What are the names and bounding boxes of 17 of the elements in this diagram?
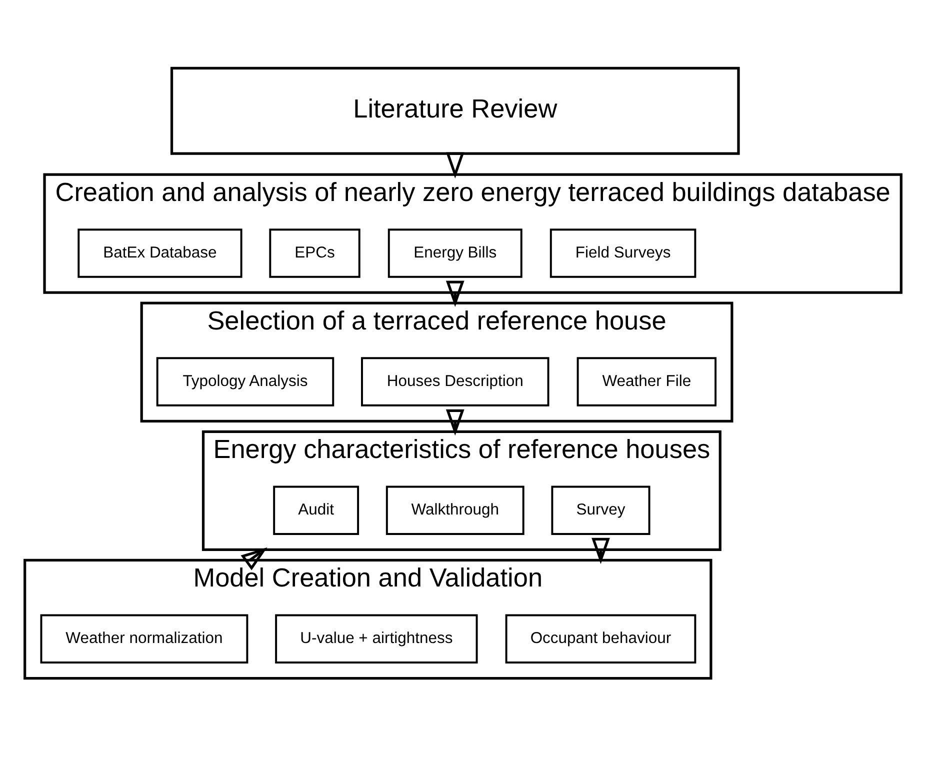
arrow [445,409,464,436]
node-box: BatEx Database [77,228,242,278]
node-box: Survey [550,486,650,535]
node-box: Typology Analysis [156,357,334,406]
node-box: EPCs [268,228,360,278]
arrow [240,547,267,570]
node-box: Weather File [576,357,716,406]
arrow [591,538,610,564]
arrow [445,280,464,308]
node-box: Occupant behaviour [504,614,696,664]
node-box: Energy Bills [387,228,522,278]
node-box: Houses Description [360,357,549,406]
node-box: Weather normalization [40,614,248,664]
node-box: Field Surveys [549,228,696,278]
node-box: Audit [272,486,359,535]
node-box: U-value + airtightness [274,614,478,664]
node-box: Walkthrough [385,486,524,535]
